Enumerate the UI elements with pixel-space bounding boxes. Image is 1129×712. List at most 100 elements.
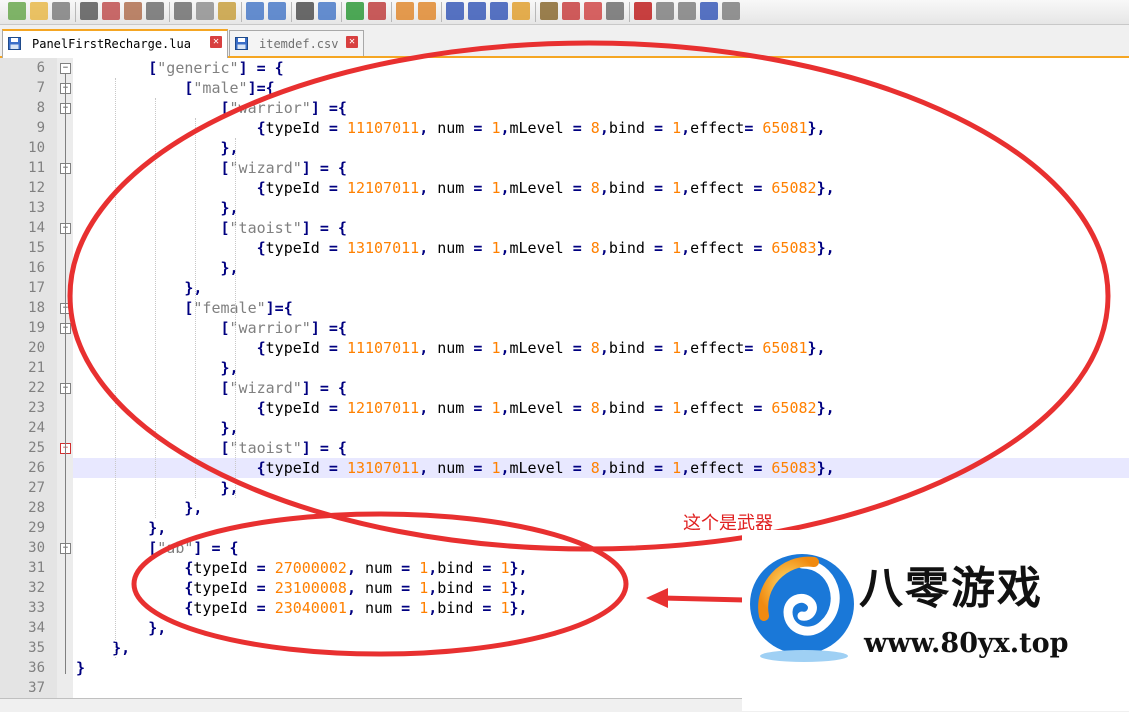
code-token: ,	[599, 179, 609, 197]
code-line[interactable]: }	[76, 658, 85, 678]
stop-record-icon[interactable]	[656, 2, 674, 20]
code-line[interactable]: },	[76, 198, 239, 218]
code-token: },	[509, 559, 528, 577]
code-token: num	[437, 119, 474, 137]
code-token: =	[753, 459, 772, 477]
code-line[interactable]: ["taoist"] = {	[76, 438, 347, 458]
code-token: 11107011	[346, 119, 420, 137]
code-token: ,	[599, 119, 609, 137]
code-token: num	[365, 579, 402, 597]
code-token: },	[148, 619, 167, 637]
print-icon[interactable]	[146, 2, 164, 20]
code-line[interactable]: },	[76, 618, 166, 638]
code-line[interactable]: ["generic"] = {	[76, 58, 283, 78]
folder-workspace-icon[interactable]	[584, 2, 602, 20]
code-token: =	[473, 179, 492, 197]
open-file-icon[interactable]	[30, 2, 48, 20]
close-all-icon[interactable]	[124, 2, 142, 20]
line-number: 23	[28, 400, 45, 416]
code-token	[76, 299, 184, 317]
code-token	[76, 579, 184, 597]
code-token: mLevel	[509, 459, 573, 477]
tab-itemdef[interactable]: itemdef.csv ✕	[229, 30, 364, 56]
tab-label: itemdef.csv	[259, 37, 339, 51]
show-all-chars-icon[interactable]	[468, 2, 486, 20]
sync-vertical-icon[interactable]	[396, 2, 414, 20]
code-token: {	[256, 239, 266, 257]
monitor-icon[interactable]	[606, 2, 624, 20]
code-token: typeId	[265, 459, 329, 477]
fold-toggle-icon[interactable]: −	[60, 63, 71, 74]
code-token: 8	[590, 339, 600, 357]
code-line[interactable]: ["wizard"] = {	[76, 158, 347, 178]
zoom-in-icon[interactable]	[346, 2, 364, 20]
code-token	[76, 339, 257, 357]
code-line[interactable]: },	[76, 418, 239, 438]
code-line[interactable]: {typeId = 27000002, num = 1,bind = 1},	[76, 558, 528, 578]
redo-icon[interactable]	[268, 2, 286, 20]
code-token: =	[654, 179, 673, 197]
code-token: 1	[672, 179, 682, 197]
undo-icon[interactable]	[246, 2, 264, 20]
find-icon[interactable]	[296, 2, 314, 20]
save-all-icon[interactable]	[80, 2, 98, 20]
code-line[interactable]: ["warrior"] ={	[76, 98, 347, 118]
code-line[interactable]: ["ab"] = {	[76, 538, 238, 558]
code-token: =	[572, 339, 591, 357]
code-line[interactable]: ["wizard"] = {	[76, 378, 347, 398]
code-line[interactable]: },	[76, 518, 166, 538]
code-line[interactable]: {typeId = 11107011, num = 1,mLevel = 8,b…	[76, 118, 826, 138]
tab-panelfirstrecharge[interactable]: PanelFirstRecharge.lua ✕	[2, 29, 228, 58]
paste-icon[interactable]	[218, 2, 236, 20]
new-file-icon[interactable]	[8, 2, 26, 20]
code-line[interactable]: {typeId = 13107011, num = 1,mLevel = 8,b…	[76, 238, 835, 258]
close-tab-icon[interactable]: ✕	[346, 36, 358, 48]
save-macro-icon[interactable]	[722, 2, 740, 20]
code-line[interactable]: ["female"]={	[76, 298, 292, 318]
close-icon[interactable]	[102, 2, 120, 20]
cut-icon[interactable]	[174, 2, 192, 20]
code-line[interactable]: },	[76, 478, 239, 498]
doc-map-icon[interactable]	[540, 2, 558, 20]
run-macro-multiple-icon[interactable]	[700, 2, 718, 20]
code-line[interactable]: {typeId = 12107011, num = 1,mLevel = 8,b…	[76, 178, 835, 198]
code-token: mLevel	[509, 179, 573, 197]
line-number: 37	[28, 680, 45, 696]
user-language-icon[interactable]	[512, 2, 530, 20]
code-token: 1	[500, 579, 510, 597]
code-line[interactable]: ["taoist"] = {	[76, 218, 347, 238]
code-line[interactable]: {typeId = 11107011, num = 1,mLevel = 8,b…	[76, 338, 826, 358]
play-macro-icon[interactable]	[678, 2, 696, 20]
sync-horizontal-icon[interactable]	[418, 2, 436, 20]
replace-icon[interactable]	[318, 2, 336, 20]
code-token: 8	[590, 399, 600, 417]
code-line[interactable]: {typeId = 12107011, num = 1,mLevel = 8,b…	[76, 398, 835, 418]
toolbar-separator	[391, 2, 392, 22]
code-line[interactable]: },	[76, 278, 202, 298]
close-tab-icon[interactable]: ✕	[210, 36, 222, 48]
code-line[interactable]: {typeId = 13107011, num = 1,mLevel = 8,b…	[76, 458, 835, 478]
code-token: =	[572, 239, 591, 257]
code-line[interactable]: },	[76, 138, 239, 158]
line-number: 28	[28, 500, 45, 516]
code-token: =	[753, 239, 772, 257]
code-line[interactable]: {typeId = 23100008, num = 1,bind = 1},	[76, 578, 527, 598]
code-token: "male"	[193, 79, 248, 97]
copy-icon[interactable]	[196, 2, 214, 20]
record-macro-icon[interactable]	[634, 2, 652, 20]
code-line[interactable]: },	[76, 498, 202, 518]
code-line[interactable]: {typeId = 23040001, num = 1,bind = 1},	[76, 598, 527, 618]
save-icon[interactable]	[52, 2, 70, 20]
zoom-out-icon[interactable]	[368, 2, 386, 20]
code-line[interactable]: },	[76, 358, 239, 378]
code-token	[76, 619, 148, 637]
code-line[interactable]: },	[76, 258, 239, 278]
indent-guide-icon[interactable]	[490, 2, 508, 20]
code-line[interactable]: ["male"]={	[76, 78, 274, 98]
code-line[interactable]: },	[76, 638, 130, 658]
function-list-icon[interactable]	[562, 2, 580, 20]
word-wrap-icon[interactable]	[446, 2, 464, 20]
code-token: {	[256, 399, 266, 417]
code-token: mLevel	[509, 339, 573, 357]
code-line[interactable]: ["warrior"] ={	[76, 318, 347, 338]
